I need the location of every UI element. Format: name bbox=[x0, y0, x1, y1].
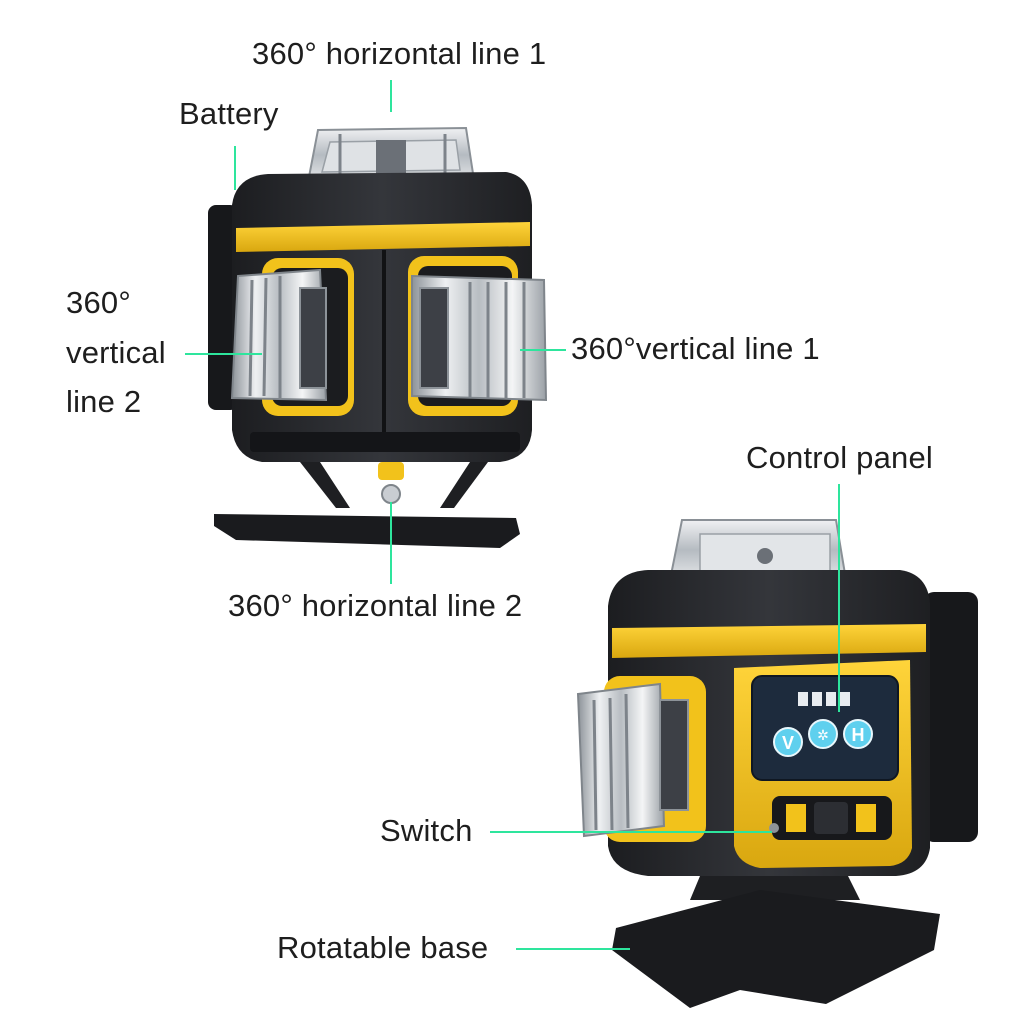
top-cage-2 bbox=[668, 519, 848, 581]
h-button[interactable] bbox=[843, 719, 873, 749]
top-cage-1 bbox=[306, 126, 476, 184]
rotatable-base bbox=[612, 876, 940, 1008]
battery-pack bbox=[208, 205, 238, 410]
label-vertical-line-2-line-c: line 2 bbox=[66, 384, 142, 419]
label-battery: Battery bbox=[179, 96, 279, 131]
h-button-label: H bbox=[852, 725, 865, 745]
label-vertical-line-2-line-a: 360° bbox=[66, 285, 131, 320]
leader-lines bbox=[185, 80, 840, 950]
device-rear: V H ✲ bbox=[576, 519, 978, 1008]
label-horizontal-line-1: 360° horizontal line 1 bbox=[252, 36, 547, 71]
label-rotatable-base: Rotatable base bbox=[277, 930, 489, 965]
device-front bbox=[208, 126, 548, 548]
label-horizontal-line-2: 360° horizontal line 2 bbox=[228, 588, 523, 623]
label-switch: Switch bbox=[380, 813, 473, 848]
yellow-band bbox=[236, 222, 530, 252]
battery-pack-rear bbox=[924, 592, 978, 842]
label-vertical-line-2-line-b: vertical bbox=[66, 335, 166, 370]
emitter-side bbox=[576, 676, 706, 842]
vent-grille bbox=[250, 432, 520, 452]
mode-icon: ✲ bbox=[817, 728, 829, 744]
emitter-horizontal-line-2 bbox=[378, 462, 404, 504]
mode-button[interactable] bbox=[808, 719, 838, 749]
v-button[interactable] bbox=[773, 727, 803, 757]
label-control-panel: Control panel bbox=[746, 440, 933, 475]
emitter-vertical-line-1 bbox=[411, 274, 548, 402]
base-plate bbox=[214, 514, 520, 548]
label-vertical-line-1: 360°vertical line 1 bbox=[571, 331, 820, 366]
emitter-vertical-line-2 bbox=[230, 268, 328, 402]
v-button-label: V bbox=[782, 733, 794, 753]
control-panel: V H ✲ bbox=[751, 675, 899, 781]
power-switch[interactable] bbox=[769, 796, 892, 840]
